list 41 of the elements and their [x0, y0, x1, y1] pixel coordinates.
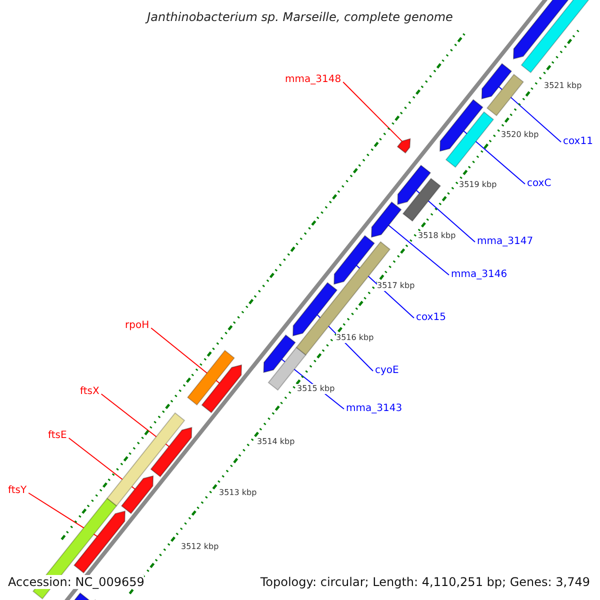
- gene-label: cyoE: [375, 365, 399, 377]
- tick-label: 3517 kbp: [377, 281, 415, 291]
- gene-feature: [74, 510, 126, 574]
- gene-label: mma_3147: [477, 236, 534, 248]
- leader-line: [388, 224, 450, 276]
- tick-label: 3512 kbp: [181, 542, 219, 552]
- tick-label: 3516 kbp: [336, 333, 374, 343]
- leader-line: [150, 328, 220, 384]
- gene-label: ftsY: [8, 485, 27, 497]
- tick-label: 3521 kbp: [544, 81, 582, 91]
- tick-label: 3515 kbp: [297, 384, 335, 394]
- gene-feature: [481, 63, 512, 100]
- tick-label: 3520 kbp: [501, 130, 539, 140]
- tick-label: 3514 kbp: [257, 437, 295, 447]
- leader-line: [100, 394, 170, 447]
- tick-label: 3513 kbp: [219, 488, 257, 498]
- gene-feature: [396, 138, 411, 154]
- summary-text: Topology: circular; Length: 4,110,251 bp; Genes: 3,749: [260, 575, 590, 590]
- gene-feature: [397, 164, 432, 205]
- title: Janthinobacterium sp. Marseille, complete genome: [144, 10, 454, 24]
- gene-feature: [201, 364, 242, 414]
- accession-text: Accession: NC_009659: [8, 575, 144, 590]
- gene-feature: [334, 235, 375, 285]
- gene-label: coxC: [527, 178, 552, 190]
- gene-feature: [263, 334, 296, 374]
- leader-line: [342, 82, 402, 142]
- gene-feature: [370, 201, 402, 238]
- gene-label: ftsX: [80, 386, 100, 398]
- tick-label: 3519 kbp: [459, 180, 497, 190]
- gene-label: cox15: [416, 312, 446, 324]
- gene-feature: [292, 282, 338, 336]
- gene-label: mma_3146: [451, 269, 508, 281]
- tick-label: 3518 kbp: [418, 231, 456, 241]
- gene-label: mma_3148: [285, 74, 342, 86]
- gene-label: mma_3143: [346, 403, 402, 415]
- gene-feature: [150, 426, 192, 478]
- gene-feature: [439, 99, 484, 152]
- gene-label: ftsE: [48, 430, 67, 442]
- gene-label: cox11: [563, 136, 593, 148]
- gene-label: rpoH: [125, 320, 150, 332]
- gene-feature: [120, 475, 154, 514]
